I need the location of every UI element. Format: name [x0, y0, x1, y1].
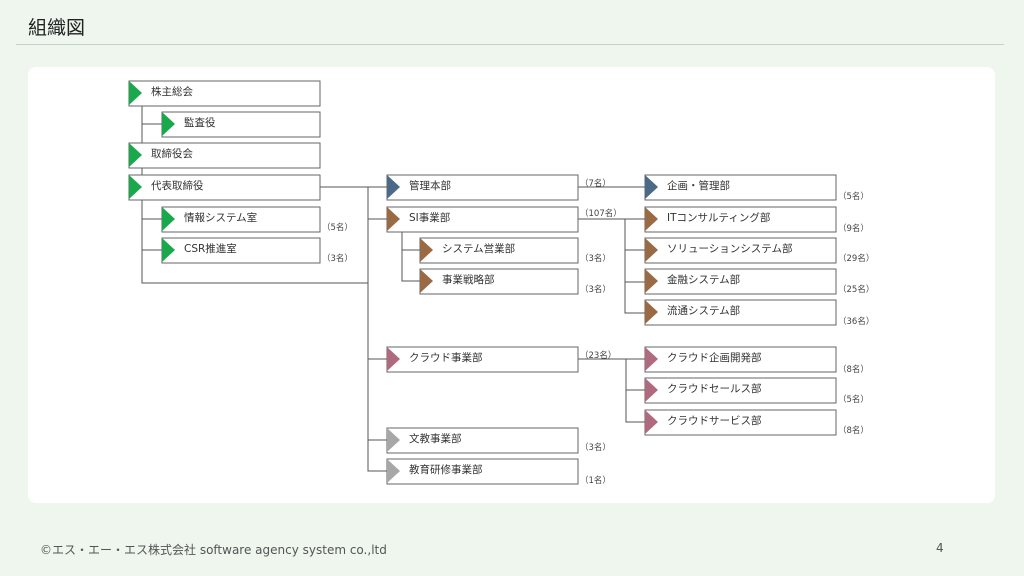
csr-count: （3名） [322, 253, 353, 264]
system-sales-label: システム営業部 [442, 242, 515, 255]
cloud-planning-count: （8名） [838, 364, 869, 375]
solution-systems-marker [645, 238, 658, 262]
training-div-count: （1名） [580, 475, 611, 486]
edu-div-count: （3名） [580, 442, 611, 453]
planning-admin-label: 企画・管理部 [667, 179, 730, 192]
auditor-box [161, 111, 321, 138]
it-consulting-label: ITコンサルティング部 [667, 211, 770, 224]
admin-hq-label: 管理本部 [409, 179, 451, 192]
connector-si-dept-spine [624, 219, 645, 314]
edu-div-label: 文教事業部 [409, 432, 462, 445]
csr-marker [162, 238, 175, 262]
distribution-systems-count: （36名） [838, 316, 874, 327]
finance-systems-label: 金融システム部 [667, 273, 740, 286]
cloud-sales-marker [645, 378, 658, 402]
finance-systems-marker [645, 269, 658, 293]
page-number: 4 [936, 541, 944, 555]
solution-systems-count: （29名） [838, 253, 874, 264]
solution-systems-box [644, 237, 837, 264]
admin-hq-count: （7名） [580, 178, 611, 189]
cloud-sales-label: クラウドセールス部 [667, 382, 762, 395]
board-label: 取締役会 [151, 147, 193, 160]
info-systems-marker [162, 207, 175, 231]
finance-systems-count: （25名） [838, 284, 874, 295]
si-div-count: （107名） [580, 208, 622, 219]
ceo-box [128, 174, 321, 201]
admin-hq-marker [387, 175, 400, 199]
si-div-label: SI事業部 [409, 211, 450, 224]
cloud-planning-box [644, 346, 837, 373]
shareholders-box [128, 80, 321, 107]
auditor-label: 監査役 [184, 116, 216, 129]
si-div-marker [387, 207, 400, 231]
cloud-planning-marker [645, 347, 658, 371]
system-sales-box [419, 237, 579, 264]
footer-copyright: ©エス・エー・エス株式会社 software agency system co.… [40, 543, 387, 557]
auditor-marker [162, 112, 175, 136]
system-sales-marker [420, 238, 433, 262]
edu-div-marker [387, 428, 400, 452]
distribution-systems-box [644, 299, 837, 326]
info-systems-count: （5名） [322, 222, 353, 233]
cloud-div-box [386, 346, 579, 373]
cloud-service-count: （8名） [838, 425, 869, 436]
cloud-div-count: （23名） [580, 350, 616, 361]
it-consulting-box [644, 206, 837, 233]
it-consulting-count: （9名） [838, 223, 869, 234]
shareholders-marker [129, 81, 142, 105]
cloud-planning-label: クラウド企画開発部 [667, 351, 762, 364]
cloud-div-label: クラウド事業部 [409, 351, 483, 364]
solution-systems-label: ソリューションシステム部 [667, 242, 792, 255]
ceo-marker [129, 175, 142, 199]
distribution-systems-marker [645, 300, 658, 324]
csr-label: CSR推進室 [184, 242, 237, 255]
connector-cloud-dept-spine [625, 359, 645, 423]
info-systems-label: 情報システム室 [184, 211, 257, 224]
title-divider [16, 44, 1004, 45]
csr-box [161, 237, 321, 264]
cloud-service-box [644, 409, 837, 436]
si-div-box [386, 206, 579, 233]
it-consulting-marker [645, 207, 658, 231]
page-title: 組織図 [28, 17, 86, 39]
planning-admin-marker [645, 175, 658, 199]
connector-si-sub-spine [401, 231, 420, 282]
shareholders-label: 株主総会 [151, 85, 193, 98]
cloud-service-marker [645, 410, 658, 434]
board-marker [129, 143, 142, 167]
training-div-label: 教育研修事業部 [409, 463, 483, 476]
cloud-sales-count: （5名） [838, 394, 869, 405]
ceo-label: 代表取締役 [151, 179, 204, 192]
training-div-box [386, 458, 579, 485]
cloud-service-label: クラウドサービス部 [667, 414, 762, 427]
cloud-sales-box [644, 377, 837, 404]
system-sales-count: （3名） [580, 253, 611, 264]
strategy-count: （3名） [580, 284, 611, 295]
edu-div-box [386, 427, 579, 454]
strategy-marker [420, 269, 433, 293]
connector-division-spine [367, 187, 387, 472]
cloud-div-marker [387, 347, 400, 371]
strategy-label: 事業戦略部 [442, 273, 495, 286]
distribution-systems-label: 流通システム部 [667, 304, 740, 317]
planning-admin-count: （5名） [838, 191, 869, 202]
info-systems-box [161, 206, 321, 233]
training-div-marker [387, 459, 400, 483]
strategy-box [419, 268, 579, 295]
